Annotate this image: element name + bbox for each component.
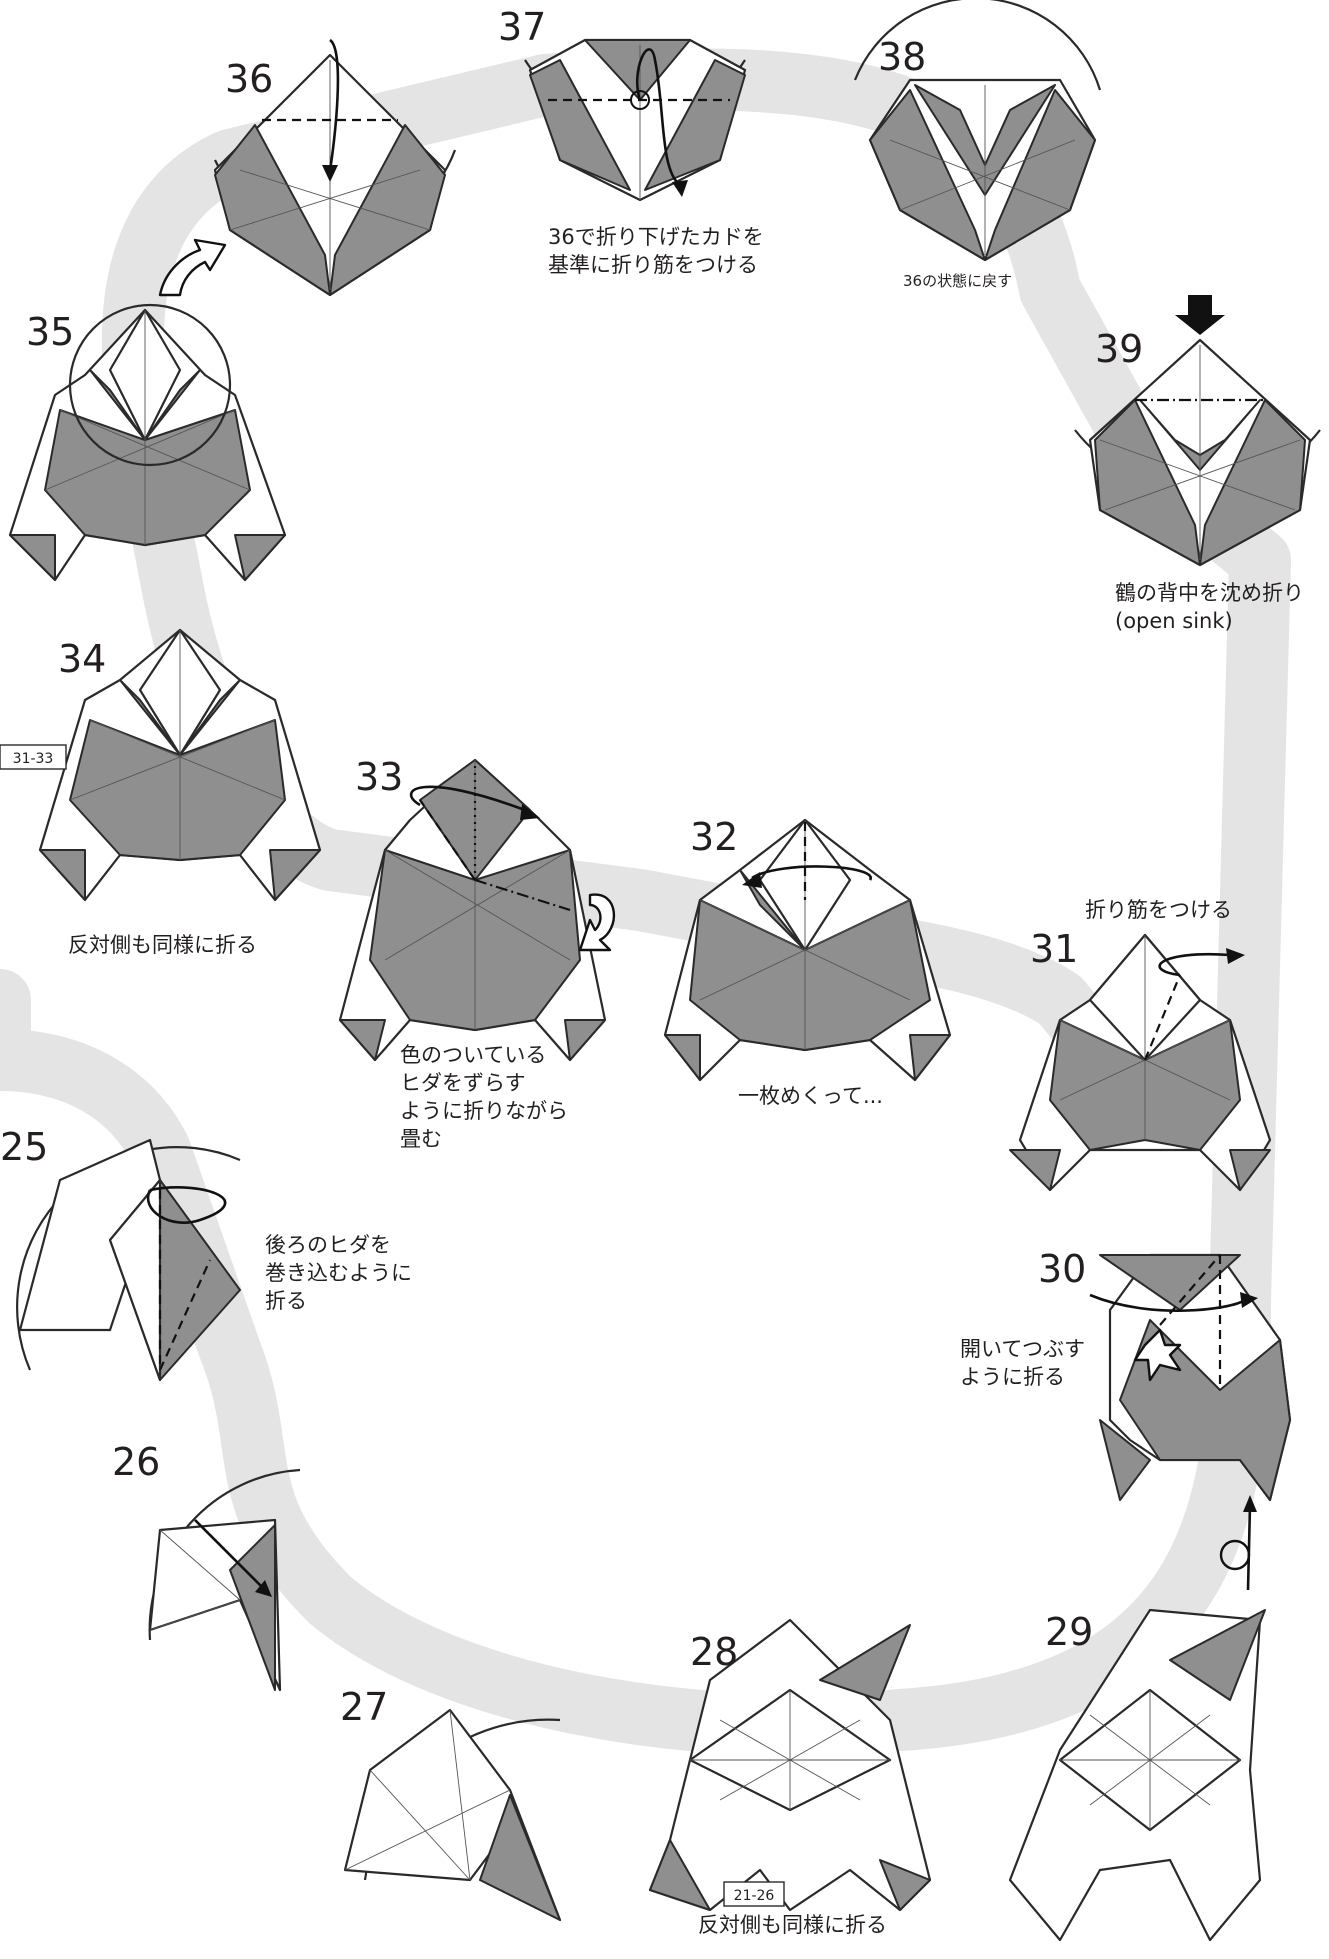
step-25-caption-line-3: 折る [265, 1289, 307, 1313]
step-path-band [0, 48, 1291, 1756]
fold-arrow [635, 48, 681, 187]
zoom-circle [68, 303, 232, 467]
step-captions: 後ろのヒダを 巻き込むように 折る 21-26 反対側も同様に折る 開いてつぶす… [0, 225, 1304, 1937]
step-33-caption-line-4: 畳む [400, 1127, 442, 1151]
step-27 [343, 1708, 562, 1922]
step-38-caption: 36の状態に戻す [903, 272, 1012, 290]
zoom-arrow [158, 238, 227, 297]
step-32-caption: 一枚めくって... [738, 1084, 883, 1108]
step-28-caption: 反対側も同様に折る [698, 1913, 887, 1937]
step-25 [16, 1138, 241, 1382]
step-34 [38, 628, 322, 902]
step-39-number: 39 [1095, 327, 1143, 371]
fold-arrow [751, 865, 872, 881]
step-25-number: 25 [0, 1125, 48, 1169]
step-34-caption: 反対側も同様に折る [68, 933, 257, 957]
fold-arrow [409, 785, 531, 814]
step-31-caption: 折り筋をつける [1085, 898, 1232, 922]
step-28-ref-label: 21-26 [734, 1888, 775, 1904]
step-26 [148, 1468, 301, 1692]
flip-arrow [146, 1186, 227, 1224]
push-arrow [578, 893, 615, 952]
step-26-number: 26 [112, 1440, 160, 1484]
step-30 [1089, 1253, 1292, 1502]
step-34-number: 34 [58, 637, 106, 681]
step-28-number: 28 [690, 1630, 738, 1674]
step-38-number: 38 [878, 35, 926, 79]
step-34-ref-box [0, 744, 67, 770]
zoom-circle [853, 0, 1102, 91]
step-39-caption-line-1: 鶴の背中を沈め折り [1115, 581, 1304, 605]
step-30-caption-line-1: 開いてつぶす [960, 1337, 1085, 1361]
step-35-number: 35 [26, 310, 74, 354]
step-34-ref-label: 31-33 [13, 751, 54, 767]
step-33 [338, 758, 615, 1062]
step-33-caption-line-3: ように折りながら [400, 1099, 568, 1123]
step-30-caption-line-2: ように折る [960, 1365, 1065, 1389]
fold-arrow [1158, 952, 1231, 977]
step-25-caption-line-1: 後ろのヒダを [265, 1233, 391, 1257]
step-37-caption-line-1: 36で折り下げたカドを [548, 225, 764, 249]
step-39-caption-line-2: (open sink) [1115, 609, 1233, 633]
step-33-caption-line-2: ヒダをずらす [400, 1071, 526, 1095]
step-31 [1009, 933, 1272, 1192]
step-36 [213, 38, 457, 297]
step-30-number: 30 [1038, 1247, 1086, 1291]
fold-arrow [1089, 1293, 1246, 1312]
step-25-caption-line-2: 巻き込むように [265, 1261, 412, 1285]
rotate-symbol [1219, 1495, 1257, 1591]
step-36-number: 36 [225, 57, 273, 101]
step-33-caption-line-1: 色のついている [400, 1043, 546, 1067]
step-33-number: 33 [355, 755, 403, 799]
step-38 [853, 0, 1102, 262]
sink-arrow [1175, 295, 1225, 335]
step-37 [524, 38, 747, 202]
fold-arrow [194, 1519, 266, 1591]
step-27-number: 27 [340, 1685, 388, 1729]
step-28-ref-box [723, 1881, 785, 1907]
step-35 [8, 238, 287, 582]
step-numbers: 25 26 27 28 29 30 31 32 33 34 35 36 37 3… [0, 5, 1143, 1729]
step-31-number: 31 [1030, 927, 1078, 971]
step-32 [663, 818, 952, 1082]
step-32-number: 32 [690, 815, 738, 859]
step-29 [1008, 1608, 1266, 1942]
step-29-number: 29 [1045, 1610, 1093, 1654]
step-37-number: 37 [498, 5, 546, 49]
fold-arrow [328, 38, 340, 171]
step-37-caption-line-2: 基準に折り筋をつける [548, 253, 758, 277]
step-28 [648, 1618, 932, 1912]
push-arrow [1133, 1328, 1182, 1382]
step-39 [1074, 295, 1321, 567]
